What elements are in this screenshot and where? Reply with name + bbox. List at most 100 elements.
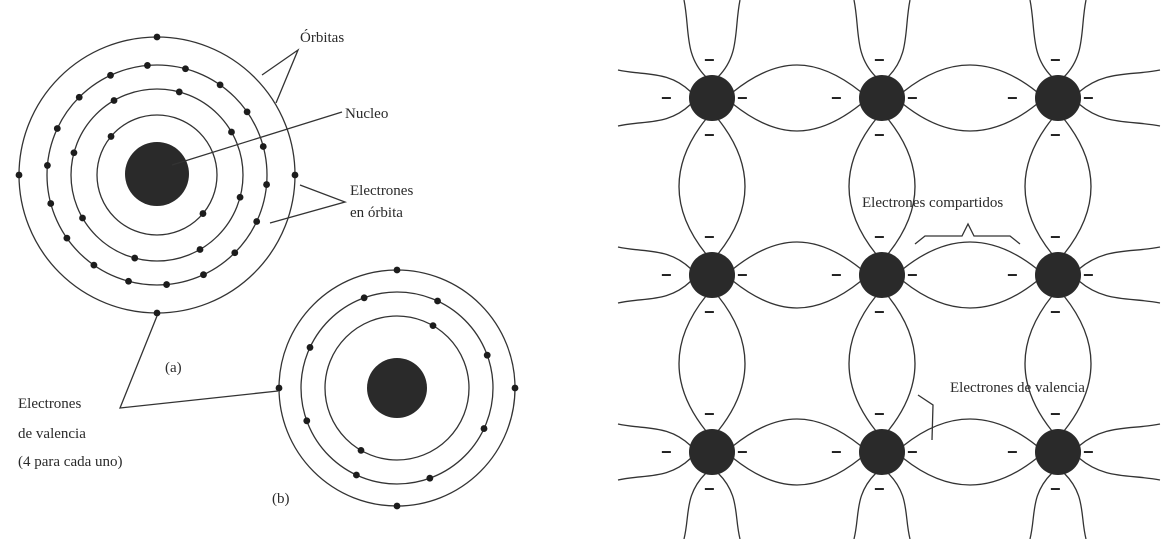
lattice-electron: − [1083, 265, 1094, 285]
atom-a-electron [71, 149, 78, 156]
atom-a-electron [244, 109, 251, 116]
atom-a-electron [107, 72, 114, 79]
atom-a-electron [292, 172, 299, 179]
nucleus-leader [172, 112, 342, 165]
panel-a-label: (a) [165, 360, 182, 376]
orbits-label: Órbitas [300, 29, 344, 46]
horizontal-bond-lower [903, 104, 1037, 131]
atom-a [16, 34, 299, 317]
lattice-electron: − [1050, 302, 1061, 322]
lattice-electron: − [1007, 442, 1018, 462]
lattice-electron: − [907, 265, 918, 285]
vertical-bond-right [888, 119, 915, 254]
atom-a-electron [163, 281, 170, 288]
atom-b-electron [353, 472, 360, 479]
lattice-atom [1035, 75, 1081, 121]
atom-b-electron [430, 322, 437, 329]
lattice-electron: − [661, 442, 672, 462]
vertical-bond-right [718, 119, 745, 254]
valence-leader [120, 316, 278, 408]
outer-bond-top [718, 0, 740, 77]
atom-a-electron [144, 62, 151, 69]
atom-a-electron [125, 278, 132, 285]
lattice-electron: − [1050, 227, 1061, 247]
atom-b-electron [303, 417, 310, 424]
lattice-electron: − [737, 265, 748, 285]
lattice-electron: − [907, 442, 918, 462]
lattice-electron: − [874, 479, 885, 499]
atom-a-electron [54, 125, 61, 132]
lattice-atom [1035, 429, 1081, 475]
lattice-electron: − [661, 265, 672, 285]
outer-bond-top [1030, 0, 1052, 77]
atom-a-electron [237, 194, 244, 201]
lattice-valence-label: Electrones de valencia [950, 380, 1085, 396]
lattice-atom [859, 75, 905, 121]
lattice-electron: − [1050, 479, 1061, 499]
lattice-electron: − [1083, 442, 1094, 462]
lattice-atom [1035, 252, 1081, 298]
atom-a-electron [154, 34, 161, 41]
atom-b [276, 267, 519, 510]
lattice-electron: − [907, 88, 918, 108]
lattice-electron: − [737, 88, 748, 108]
lattice-atoms [689, 75, 1081, 475]
lattice-electron: − [737, 442, 748, 462]
atom-a-electron [44, 162, 51, 169]
vertical-bond-right [1064, 296, 1091, 431]
horizontal-bond-upper [733, 419, 861, 446]
atom-a-electron [91, 262, 98, 269]
atom-a-electron [47, 200, 54, 207]
lattice-electron: − [704, 404, 715, 424]
horizontal-bond-lower [903, 458, 1037, 485]
atom-a-electron [200, 210, 207, 217]
vertical-bond-left [1025, 296, 1052, 431]
atom-b-electron [358, 447, 365, 454]
atom-b-electron [512, 385, 519, 392]
atom-b-electron [361, 294, 368, 301]
outer-bond-left [618, 70, 691, 92]
valence-label-line3: (4 para cada uno) [18, 454, 123, 470]
atom-a-electron [263, 181, 270, 188]
lattice-atom [859, 252, 905, 298]
horizontal-bond-upper [733, 242, 861, 269]
outer-bond-bottom [1064, 473, 1086, 539]
orbit-electrons-label-line2: en órbita [350, 205, 403, 221]
atom-a-electron [79, 215, 86, 222]
lattice-electron: − [874, 50, 885, 70]
vertical-bond-right [1064, 119, 1091, 254]
lattice-atom [689, 75, 735, 121]
lattice-electron: − [1050, 404, 1061, 424]
atom-a-electron [108, 133, 115, 140]
vertical-bond-right [718, 296, 745, 431]
outer-bond-bottom [854, 473, 876, 539]
lattice-electron: − [874, 125, 885, 145]
atom-a-electron [16, 172, 23, 179]
outer-bond-top [888, 0, 910, 77]
atom-a-nucleus [125, 142, 189, 206]
shared-electrons-label: Electrones compartidos [862, 195, 1003, 211]
orbit-electrons-leader [270, 185, 345, 223]
atom-b-electron [434, 298, 441, 305]
lattice-electron: − [874, 302, 885, 322]
atom-a-electron [217, 81, 224, 88]
valence-label-line1: Electrones [18, 396, 81, 412]
atom-b-electron [394, 267, 401, 274]
atom-a-electron [228, 129, 235, 136]
lattice-atom [689, 252, 735, 298]
lattice-atom [859, 429, 905, 475]
outer-bond-bottom [1030, 473, 1052, 539]
outer-bond-bottom [684, 473, 706, 539]
atom-a-electron [253, 218, 260, 225]
orbit-electrons-label-line1: Electrones [350, 183, 413, 199]
atom-a-electron [176, 89, 183, 96]
outer-bond-top [854, 0, 876, 77]
outer-bond-left [618, 247, 691, 269]
lattice-electron: − [1050, 50, 1061, 70]
atom-a-electron [182, 65, 189, 72]
atom-a-electron [197, 246, 204, 253]
atom-a-electron [76, 94, 83, 101]
atom-b-electron [426, 475, 433, 482]
outer-bond-left [618, 458, 691, 480]
